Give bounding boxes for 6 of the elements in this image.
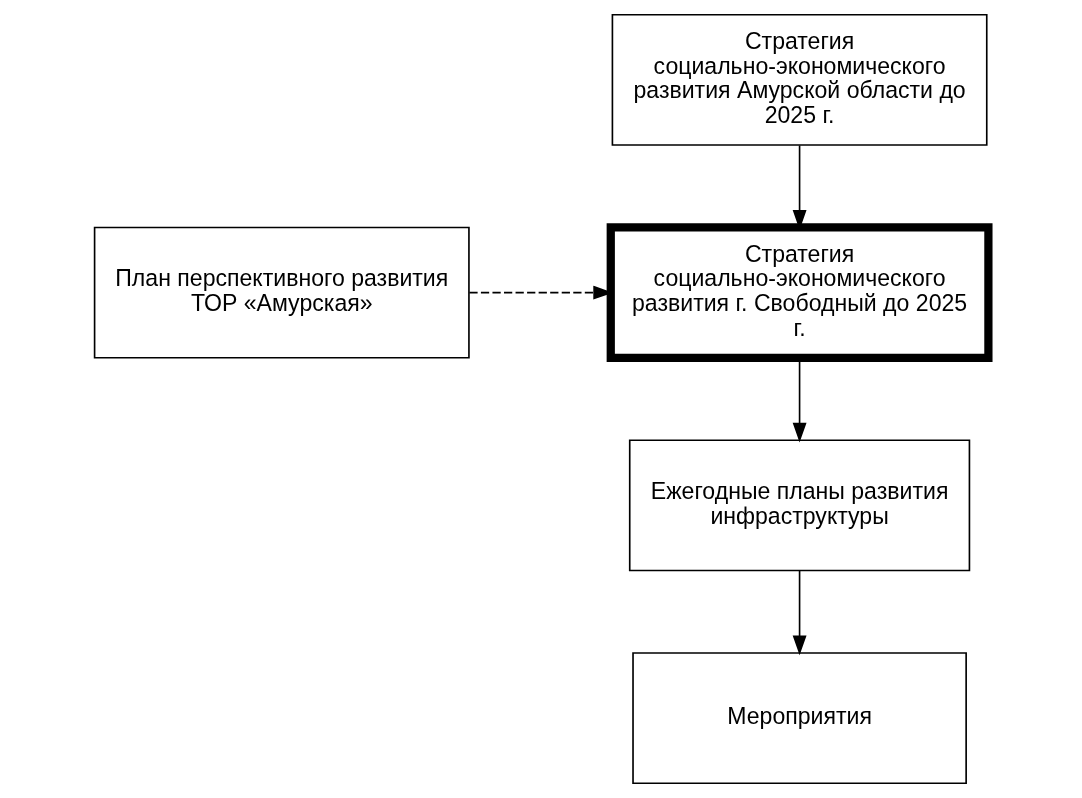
arrow [792, 570, 806, 656]
node-box: Стратегия социально-экономического развития г. Свободный до 2025 г. [606, 223, 993, 362]
node-box: Ежегодные планы развития инфраструктуры [628, 439, 970, 572]
node-box: Стратегия социально-экономического развития Амурской области до 2025 г. [611, 13, 988, 146]
node-box: План перспективного развития ТОР «Амурская» [93, 226, 470, 359]
node-box: Мероприятия [631, 652, 967, 785]
